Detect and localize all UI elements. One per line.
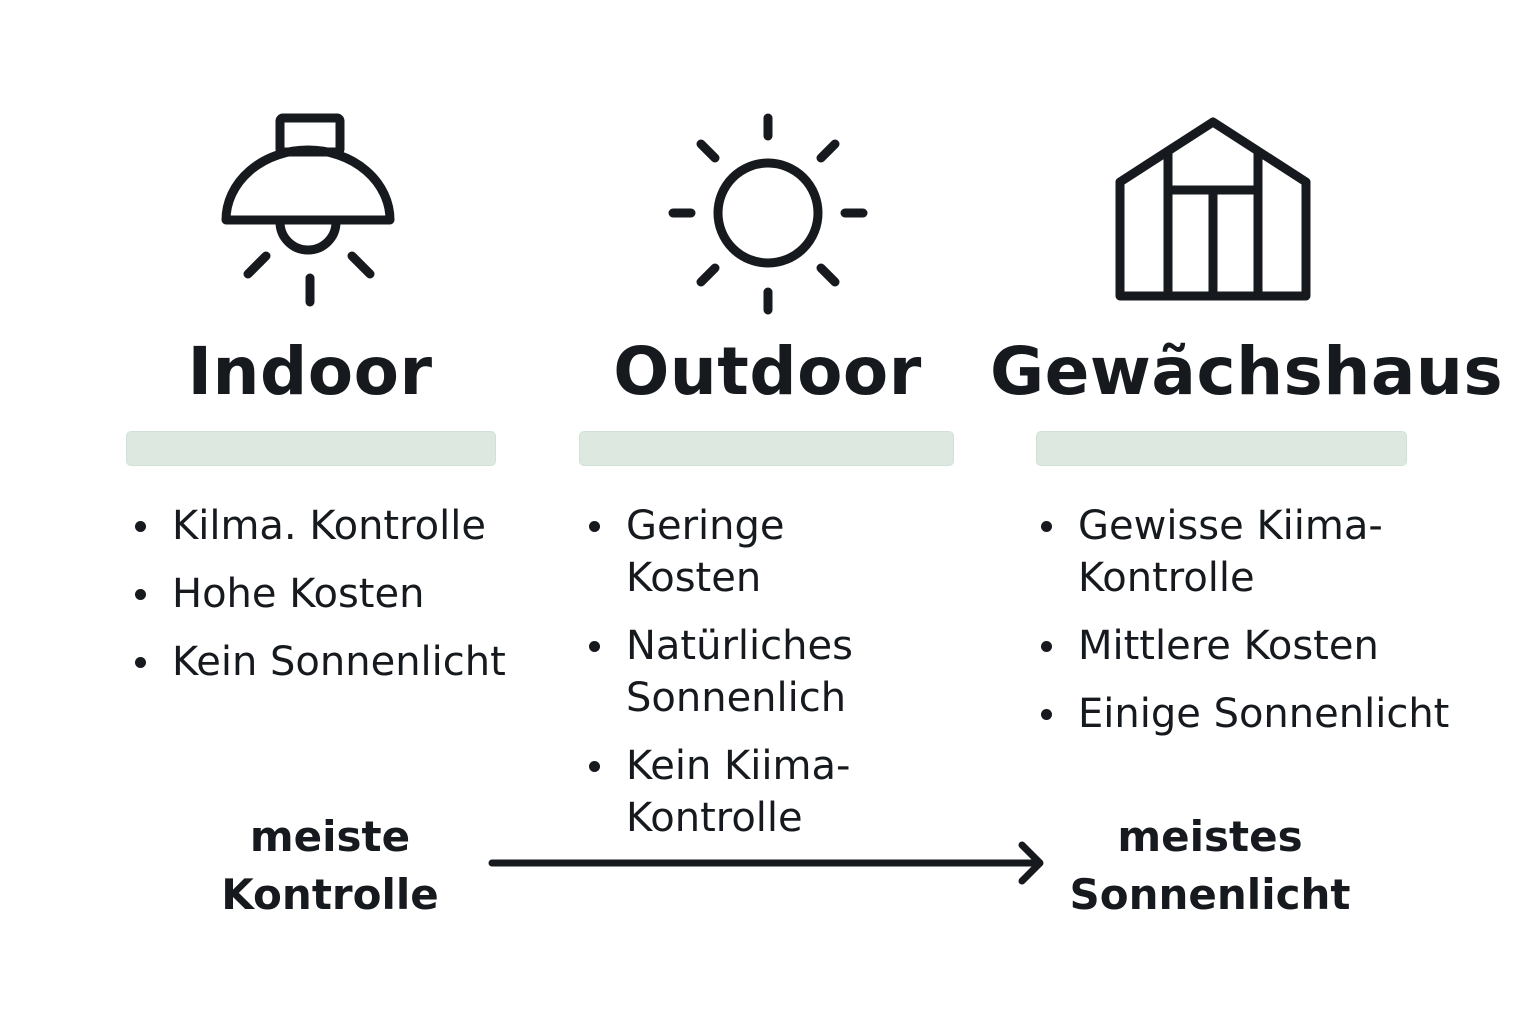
- list-item: Kein Sonnenlicht: [126, 636, 526, 688]
- list-item: Geringe Kosten: [580, 500, 910, 604]
- scale-label-left: meiste Kontrolle: [195, 808, 465, 924]
- list-item: Gewisse Kiima-Kontrolle: [1032, 500, 1462, 604]
- scale-label-left-line2: Kontrolle: [221, 870, 439, 919]
- column-title-greenhouse: Gewãchshaus: [990, 333, 1504, 410]
- column-bar-outdoor: [579, 431, 954, 466]
- list-item: Kein Kiima-Kontrolle: [580, 740, 910, 844]
- scale-label-right-line2: Sonnenlicht: [1069, 870, 1351, 919]
- sun-icon: [663, 108, 873, 320]
- ceiling-lamp-icon: [218, 112, 398, 312]
- feature-list-greenhouse: Gewisse Kiima-Kontrolle Mittlere Kosten …: [1032, 500, 1462, 756]
- list-item: Natürliches Sonnenlich: [580, 620, 910, 724]
- list-item: Hohe Kosten: [126, 568, 526, 620]
- scale-label-right: meistes Sonnenlicht: [1055, 808, 1365, 924]
- scale-label-left-line1: meiste: [249, 812, 411, 861]
- column-bar-greenhouse: [1036, 431, 1407, 466]
- arrow-right-icon: [485, 838, 1050, 888]
- list-item: Einige Sonnenlicht: [1032, 688, 1462, 740]
- column-title-indoor: Indoor: [187, 333, 433, 410]
- column-bar-indoor: [126, 431, 496, 466]
- list-item: Kilma. Kontrolle: [126, 500, 526, 552]
- feature-list-indoor: Kilma. Kontrolle Hohe Kosten Kein Sonnen…: [126, 500, 526, 704]
- scale-label-right-line1: meistes: [1117, 812, 1303, 861]
- greenhouse-icon: [1112, 116, 1314, 306]
- list-item: Mittlere Kosten: [1032, 620, 1462, 672]
- feature-list-outdoor: Geringe Kosten Natürliches Sonnenlich Ke…: [580, 500, 910, 860]
- column-title-outdoor: Outdoor: [613, 333, 922, 410]
